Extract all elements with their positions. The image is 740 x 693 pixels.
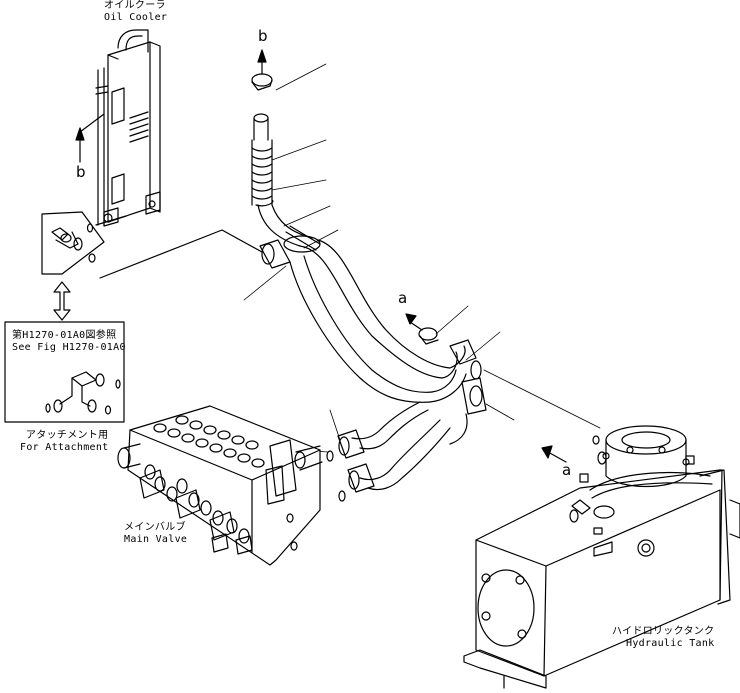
callout-a-right: a: [562, 461, 572, 479]
main-valve: [117, 405, 323, 566]
double-arrow: [53, 281, 71, 321]
callout-b-top-arrow: [257, 49, 267, 75]
fitting-detail: [41, 211, 263, 279]
clamp-a-mid: [405, 313, 439, 345]
attachment-label-jp: アタッチメント用: [26, 430, 109, 441]
see-fig-box: [4, 321, 125, 423]
upper-hose: [251, 73, 321, 269]
callout-a-mid: a: [398, 289, 408, 307]
oil-cooler: [95, 29, 161, 227]
hydraulic-tank: [463, 425, 740, 689]
attachment-label-en: For Attachment: [20, 442, 109, 453]
leader-lines: [243, 63, 601, 453]
main-valve-label-en: Main Valve: [124, 534, 188, 545]
oil-cooler-label-en: Oil Cooler: [104, 12, 168, 23]
hydraulic-tank-label-jp: ハイドロリックタンク: [612, 626, 715, 637]
main-hoses: [289, 239, 487, 502]
oil-cooler-label-jp: オイルクーラ: [104, 0, 166, 11]
see-fig-label-en: See Fig H1270-01A0: [12, 342, 126, 353]
callout-b-top: b: [258, 27, 268, 45]
callout-b-left: b: [76, 163, 86, 181]
callout-b-left-arrow: [75, 113, 105, 163]
main-valve-label-jp: メインバルブ: [124, 522, 186, 533]
see-fig-label-jp: 第H1270-01A0図参照: [12, 330, 117, 341]
hydraulic-tank-label-en: Hydraulic Tank: [626, 638, 715, 649]
